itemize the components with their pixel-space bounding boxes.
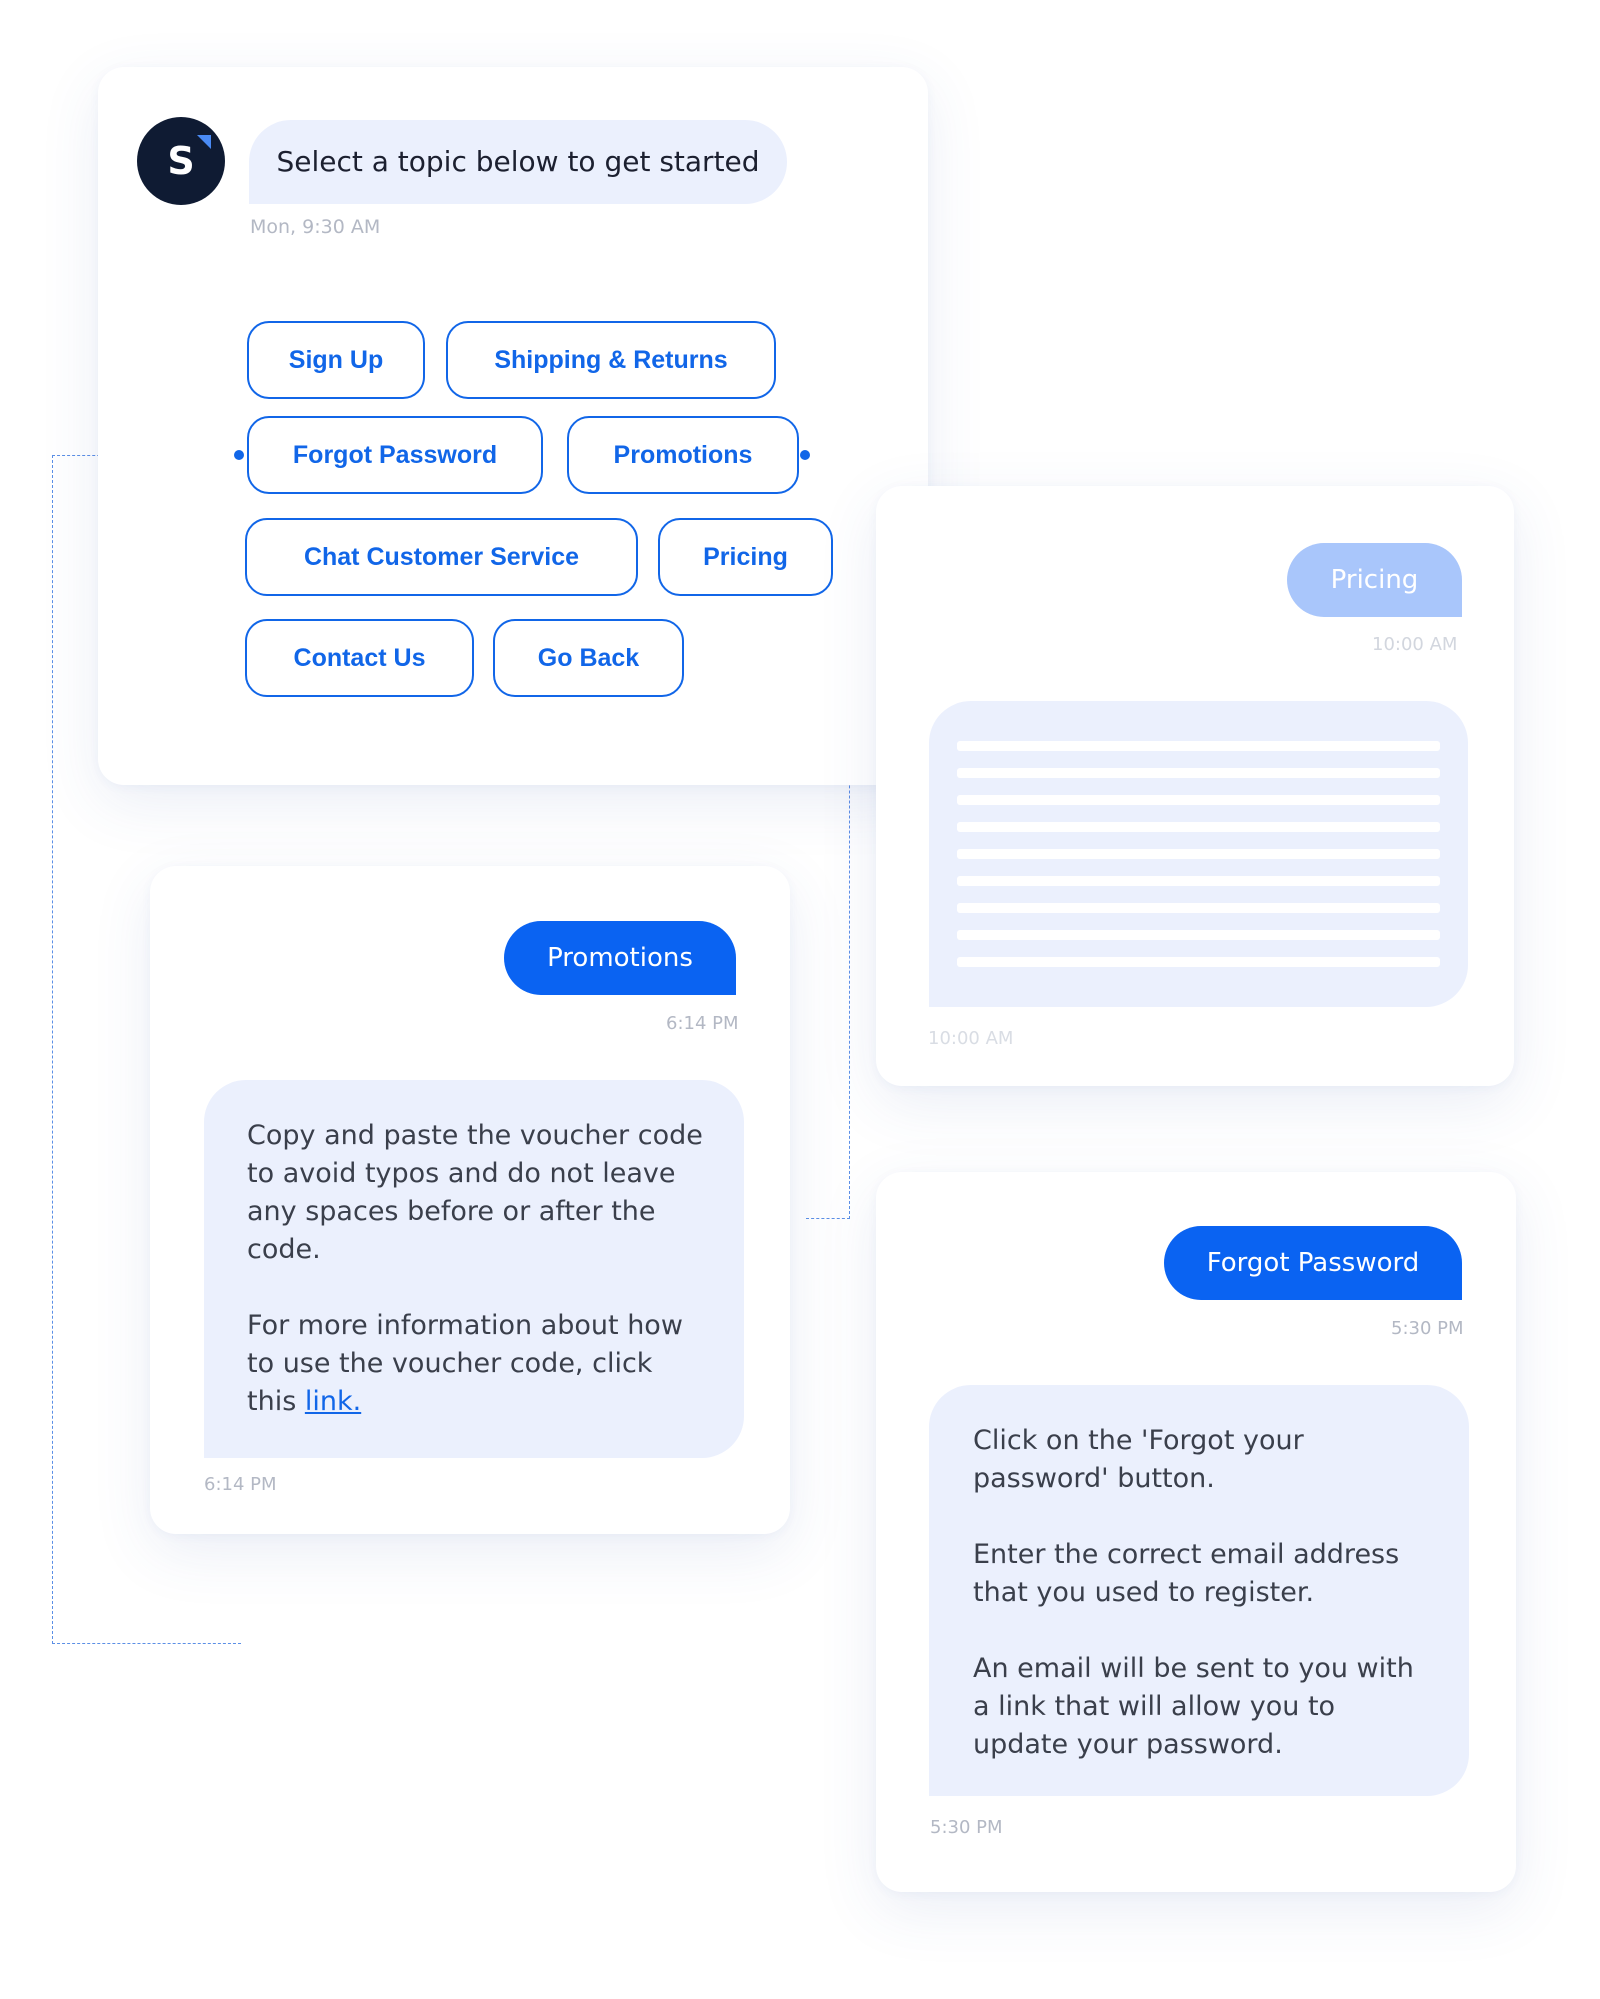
connector-dot-right xyxy=(800,450,810,460)
pricing-user-text: Pricing xyxy=(1330,565,1419,595)
forgot-user-bubble: Forgot Password xyxy=(1164,1226,1462,1300)
placeholder-line xyxy=(957,903,1440,913)
placeholder-line xyxy=(957,768,1440,778)
forgot-reply-bubble: Click on the 'Forgot your password' butt… xyxy=(929,1385,1469,1796)
forgot-reply-para-2: Enter the correct email address that you… xyxy=(973,1539,1400,1608)
forgot-user-time: 5:30 PM xyxy=(1391,1318,1464,1339)
chip-contact-us[interactable]: Contact Us xyxy=(245,619,474,697)
voucher-info-link[interactable]: link. xyxy=(304,1386,362,1417)
placeholder-line xyxy=(957,795,1440,805)
pricing-user-time: 10:00 AM xyxy=(1372,634,1458,655)
placeholder-line xyxy=(957,741,1440,751)
promotions-reply-para-2: For more information about how to use th… xyxy=(247,1307,704,1421)
forgot-reply-time: 5:30 PM xyxy=(930,1817,1003,1838)
placeholder-line xyxy=(957,822,1440,832)
promotions-reply-time: 6:14 PM xyxy=(204,1474,277,1495)
placeholder-line xyxy=(957,876,1440,886)
connector-dot-left xyxy=(234,450,244,460)
forgot-reply-para-1: Click on the 'Forgot your password' butt… xyxy=(973,1425,1304,1494)
avatar-corner-mark xyxy=(197,135,211,149)
promotions-user-time: 6:14 PM xyxy=(666,1013,739,1034)
pricing-user-bubble: Pricing xyxy=(1287,543,1462,617)
promotions-reply-bubble: Copy and paste the voucher code to avoid… xyxy=(204,1080,744,1458)
bot-avatar: S xyxy=(137,117,225,205)
pricing-reply-placeholder xyxy=(929,701,1468,1007)
promotions-reply-para-2-text: For more information about how to use th… xyxy=(247,1310,683,1417)
topic-prompt-bubble: Select a topic below to get started xyxy=(249,120,787,204)
chip-forgot-password[interactable]: Forgot Password xyxy=(247,416,543,494)
chip-pricing[interactable]: Pricing xyxy=(658,518,833,596)
placeholder-line xyxy=(957,849,1440,859)
forgot-user-text: Forgot Password xyxy=(1206,1248,1420,1278)
chip-promotions[interactable]: Promotions xyxy=(567,416,799,494)
forgot-reply-para-3: An email will be sent to you with a link… xyxy=(973,1653,1414,1760)
chip-go-back[interactable]: Go Back xyxy=(493,619,684,697)
promotions-reply-para-1: Copy and paste the voucher code to avoid… xyxy=(247,1120,703,1265)
promotions-user-bubble: Promotions xyxy=(504,921,736,995)
pricing-reply-time: 10:00 AM xyxy=(928,1028,1014,1049)
topic-prompt-text: Select a topic below to get started xyxy=(276,145,760,178)
placeholder-line xyxy=(957,930,1440,940)
avatar-letter: S xyxy=(167,139,195,183)
placeholder-line xyxy=(957,957,1440,967)
promotions-user-text: Promotions xyxy=(547,943,693,973)
chip-sign-up[interactable]: Sign Up xyxy=(247,321,425,399)
topic-timestamp: Mon, 9:30 AM xyxy=(250,216,381,238)
chip-shipping-returns[interactable]: Shipping & Returns xyxy=(446,321,776,399)
chip-chat-customer-service[interactable]: Chat Customer Service xyxy=(245,518,638,596)
